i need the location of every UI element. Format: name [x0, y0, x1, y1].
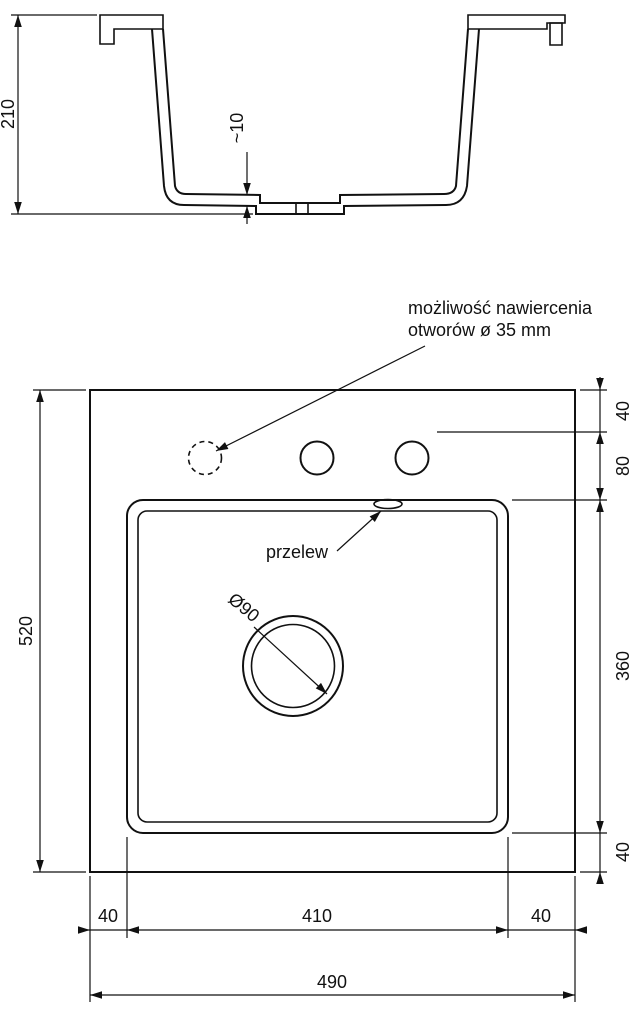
dimension-label: 40 — [613, 401, 633, 421]
arrowhead-icon — [575, 926, 587, 934]
arrowhead-icon — [596, 500, 604, 512]
dimension-label: ~10 — [227, 113, 247, 144]
bowl-bottom-edge — [137, 510, 498, 823]
section-inner-wall — [162, 28, 469, 204]
drain-annotation: Ø90 — [224, 589, 330, 697]
overflow-label: przelew — [266, 542, 329, 562]
bowl-top-edge — [126, 499, 509, 834]
faucet-hole — [299, 440, 335, 476]
section-right-clip — [549, 22, 563, 46]
optional-faucet-hole — [187, 440, 223, 476]
dimension-label: 80 — [613, 456, 633, 476]
dimension-plan-height: 520 — [16, 389, 86, 873]
dimension-label: 40 — [613, 842, 633, 862]
dimension-right-chain: 40 80 360 40 — [437, 377, 633, 884]
dimension-label: 40 — [98, 906, 118, 926]
arrowhead-icon — [214, 442, 229, 455]
dimension-label: 40 — [531, 906, 551, 926]
overflow-slot — [373, 498, 403, 510]
drill-note-line1: możliwość nawiercenia — [408, 298, 593, 318]
arrowhead-icon — [127, 926, 139, 934]
arrowhead-icon — [36, 390, 44, 402]
drain-outer-circle — [242, 615, 344, 717]
arrowhead-icon — [596, 488, 604, 500]
arrowhead-icon — [243, 183, 251, 195]
section-left-flange — [99, 14, 164, 45]
arrowhead-icon — [563, 991, 575, 999]
sink-outer-edge — [89, 389, 576, 873]
drill-note: możliwość nawiercenia otworów ø 35 mm — [214, 298, 593, 455]
arrowhead-icon — [36, 860, 44, 872]
dimension-label: 410 — [302, 906, 332, 926]
faucet-hole — [394, 440, 430, 476]
arrowhead-icon — [596, 432, 604, 444]
dimension-label: 360 — [613, 651, 633, 681]
dimension-total-width: 490 — [90, 972, 575, 999]
dimension-label: 490 — [317, 972, 347, 992]
section-view — [99, 14, 566, 215]
arrowhead-icon — [596, 378, 604, 390]
arrowhead-icon — [496, 926, 508, 934]
arrowhead-icon — [78, 926, 90, 934]
drain-diameter-label: Ø90 — [224, 589, 263, 626]
arrowhead-icon — [596, 872, 604, 884]
arrowhead-icon — [596, 821, 604, 833]
arrowhead-icon — [90, 991, 102, 999]
overflow-annotation: przelew — [266, 508, 384, 562]
arrowhead-icon — [14, 202, 22, 214]
drill-note-line2: otworów ø 35 mm — [408, 320, 551, 340]
arrowhead-icon — [14, 15, 22, 27]
dimension-label: 520 — [16, 616, 36, 646]
dimension-bottom-thickness: ~10 — [227, 113, 251, 224]
drain-inner-circle — [250, 623, 336, 709]
dimension-label: 210 — [0, 99, 18, 129]
plan-view — [89, 389, 576, 873]
dimension-bottom-chain: 40 410 40 — [78, 837, 587, 1002]
leader-line — [253, 626, 328, 695]
section-outer-wall — [151, 28, 480, 215]
dimension-section-height: 210 — [0, 14, 253, 215]
leader-line — [215, 345, 426, 452]
arrowhead-icon — [243, 206, 251, 218]
